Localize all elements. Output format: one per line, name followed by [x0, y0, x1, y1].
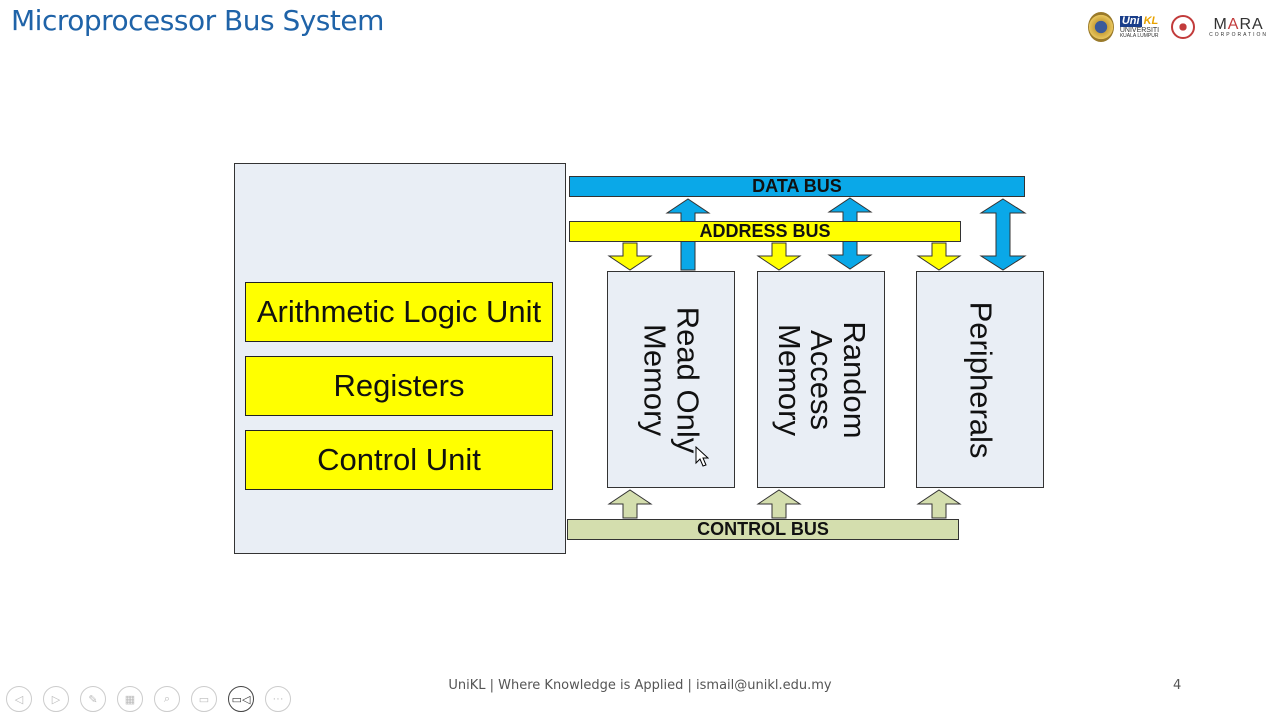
next-icon: ▷: [51, 693, 61, 706]
registers-block: Registers: [245, 356, 553, 416]
rom-box: Read Only Memory: [607, 271, 735, 488]
rom-label-line2: Memory: [638, 323, 673, 436]
rom-address-arrow: [607, 242, 653, 271]
page-number: 4: [1173, 678, 1182, 693]
pen-icon: ✎: [88, 693, 98, 706]
unikl-logo-kl: KL: [1143, 14, 1159, 27]
mara-logo-a: A: [1227, 15, 1240, 33]
magnifier-icon: ⌕: [163, 692, 171, 705]
slide-title: Microprocessor Bus System: [11, 4, 384, 37]
ram-box: Random Access Memory: [757, 271, 885, 488]
ram-label-line2: Access: [804, 329, 840, 430]
mara-logo-sub: CORPORATION: [1209, 31, 1268, 38]
see-all-slides-button[interactable]: ▦: [117, 686, 143, 712]
peripherals-control-arrow: [916, 489, 962, 519]
camera-button[interactable]: ▭◁: [228, 686, 254, 712]
gear-emblem-logo: [1171, 15, 1196, 39]
data-bus: DATA BUS: [569, 176, 1025, 197]
previous-icon: ◁: [14, 693, 24, 706]
ram-label: Random Access Memory: [771, 320, 872, 439]
presenter-toolbar: ◁ ▷ ✎ ▦ ⌕ ▭ ▭◁ ···: [6, 686, 291, 712]
camera-icon: ▭◁: [231, 693, 251, 706]
peripherals-data-arrow: [979, 198, 1027, 271]
unikl-logo-sub: UNIVERSITI: [1119, 26, 1160, 34]
ram-control-arrow: [756, 489, 802, 519]
grid-icon: ▦: [124, 693, 136, 706]
rom-control-arrow: [607, 489, 653, 519]
rom-label-line1: Read Only: [670, 306, 706, 453]
more-options-button[interactable]: ···: [265, 686, 291, 712]
peripherals-label-line1: Peripherals: [963, 301, 999, 458]
control-unit-block: Control Unit: [245, 430, 553, 490]
address-bus: ADDRESS BUS: [569, 221, 961, 242]
unikl-logo-sub2: KUALA LUMPUR: [1119, 32, 1159, 39]
control-bus: CONTROL BUS: [567, 519, 959, 540]
peripherals-box: Peripherals: [916, 271, 1044, 488]
alu-block: Arithmetic Logic Unit: [245, 282, 553, 342]
peripherals-address-arrow: [916, 242, 962, 271]
zoom-button[interactable]: ⌕: [154, 686, 180, 712]
mouse-cursor-icon: [695, 446, 709, 467]
subtitles-button[interactable]: ▭: [191, 686, 217, 712]
subtitles-icon: ▭: [198, 693, 210, 706]
peripherals-label: Peripherals: [963, 301, 999, 458]
mara-logo-m: M: [1213, 15, 1228, 33]
unikl-logo-uni: Uni: [1119, 14, 1142, 27]
more-icon: ···: [272, 693, 284, 705]
ram-label-line1: Random: [836, 320, 872, 439]
university-seal-logo: [1087, 12, 1114, 42]
next-slide-button[interactable]: ▷: [43, 686, 69, 712]
pen-button[interactable]: ✎: [80, 686, 106, 712]
slide-footer: UniKL | Where Knowledge is Applied | ism…: [448, 678, 832, 693]
previous-slide-button[interactable]: ◁: [6, 686, 32, 712]
mara-logo-ra: RA: [1239, 15, 1264, 33]
mara-logo: MARA CORPORATION: [1209, 15, 1268, 38]
rom-label: Read Only Memory: [638, 306, 706, 453]
ram-address-arrow: [756, 242, 802, 271]
ram-label-line3: Memory: [771, 323, 807, 436]
